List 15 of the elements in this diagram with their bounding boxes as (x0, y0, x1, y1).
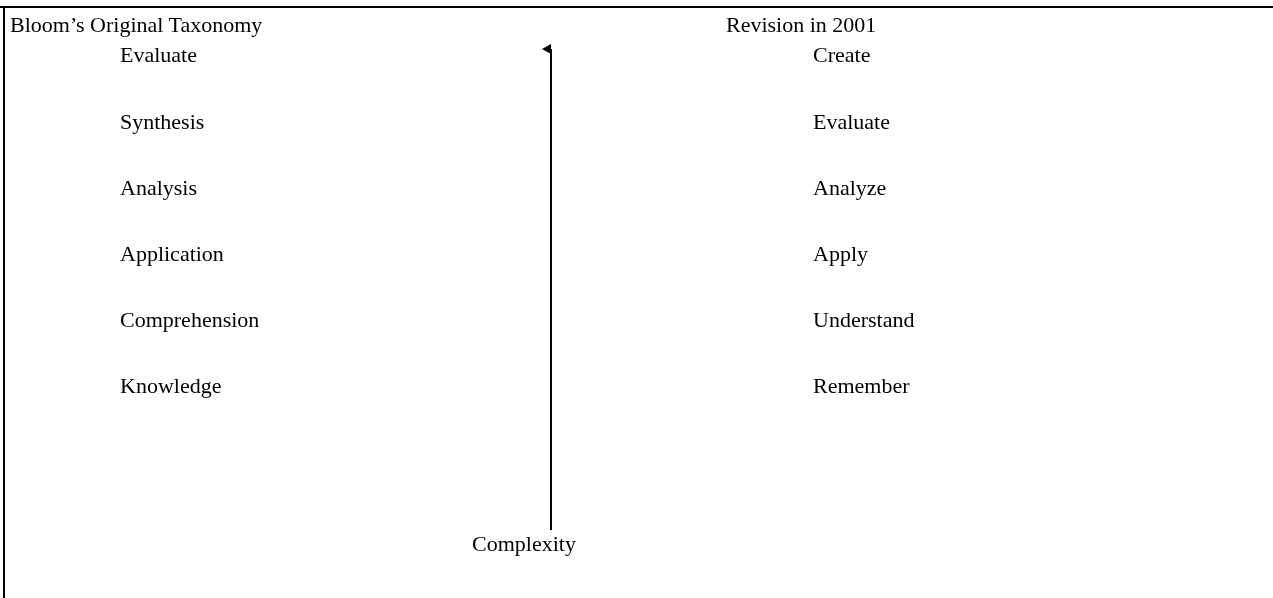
level-label: Evaluate (120, 42, 197, 68)
level-label: Analyze (813, 175, 887, 201)
level-label: Comprehension (120, 307, 260, 333)
heading: Bloom’s Original Taxonomy (10, 12, 263, 38)
level-label: Remember (813, 373, 910, 399)
level-label: Understand (813, 307, 915, 333)
level-label: Knowledge (120, 373, 222, 399)
heading: Revision in 2001 (726, 12, 877, 38)
level-label: Create (813, 42, 871, 68)
level-label: Analysis (120, 175, 197, 201)
axis-label: Complexity (472, 531, 576, 557)
level-label: Synthesis (120, 109, 205, 135)
level-label: Application (120, 241, 224, 267)
level-label: Evaluate (813, 109, 890, 135)
level-label: Apply (813, 241, 868, 267)
